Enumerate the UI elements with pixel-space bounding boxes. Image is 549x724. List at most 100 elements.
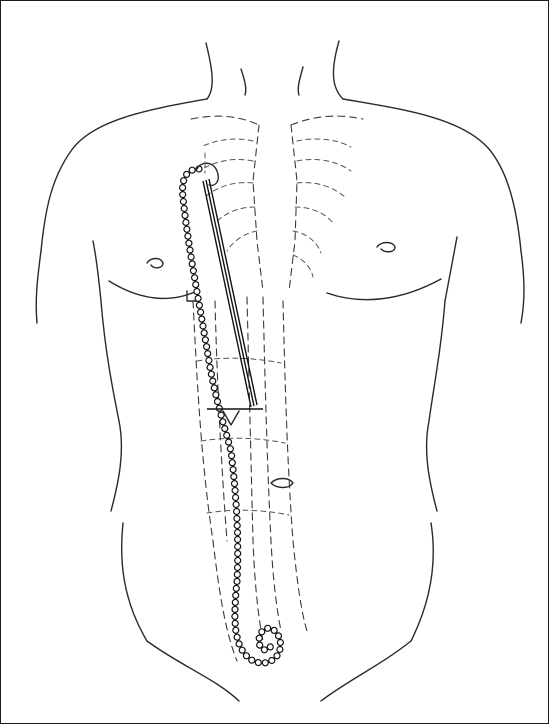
right-flank (427, 301, 445, 511)
rib-right-6 (293, 255, 313, 277)
tube-chain-links (180, 166, 284, 666)
chain-bead (189, 261, 195, 267)
rib-right-1 (297, 139, 351, 147)
tube-rod-outer (209, 179, 257, 405)
rib-right-2 (297, 159, 351, 171)
chain-bead (235, 551, 241, 557)
neck-right (333, 41, 343, 99)
chain-bead (235, 558, 241, 564)
neck-inner-right (298, 67, 303, 95)
chain-bead (213, 392, 219, 398)
chain-bead (195, 295, 201, 301)
left-hip (122, 523, 147, 641)
chain-bead (256, 635, 262, 641)
left-shoulder (41, 99, 207, 251)
chain-bead (206, 358, 212, 364)
chain-bead (262, 660, 268, 666)
rectus-right-outer (283, 301, 307, 631)
chain-bead (234, 523, 240, 529)
chain-bead (224, 432, 230, 438)
rectus-left-outer (193, 301, 237, 661)
chain-bead (194, 289, 200, 295)
chain-bead (200, 323, 206, 329)
chain-bead (183, 219, 189, 225)
chain-bead (192, 275, 198, 281)
chain-bead (185, 233, 191, 239)
chain-bead (233, 592, 239, 598)
chain-bead (218, 412, 224, 418)
rib-left-4 (215, 207, 255, 223)
chain-bead (235, 544, 241, 550)
rectus-mid-2 (247, 297, 263, 641)
chain-bead (274, 653, 280, 659)
chain-bead (204, 344, 210, 350)
rib-right-5 (293, 231, 321, 253)
chain-bead (277, 647, 283, 653)
chain-bead (259, 629, 265, 635)
right-groin (321, 641, 411, 701)
left-groin (147, 641, 239, 701)
chain-bead (249, 657, 255, 663)
chain-bead (232, 481, 238, 487)
sternum-dashed (191, 116, 363, 291)
chain-bead (188, 254, 194, 260)
chain-bead (189, 167, 195, 173)
chain-bead (180, 185, 186, 191)
neck-left (206, 43, 212, 99)
chain-bead (180, 199, 186, 205)
chain-bead (234, 516, 240, 522)
chain-bead (269, 658, 275, 664)
chain-bead (233, 495, 239, 501)
neck-inner-left (241, 69, 246, 95)
rib-left-2 (199, 159, 253, 171)
chain-bead (211, 385, 217, 391)
chain-bead (210, 378, 216, 384)
chain-bead (235, 530, 241, 536)
chain-bead (182, 212, 188, 218)
chain-bead (276, 633, 282, 639)
right-hip (411, 523, 433, 641)
chain-bead (233, 627, 239, 633)
chain-bead (257, 642, 263, 648)
chain-bead (222, 426, 228, 432)
chain-bead (227, 446, 233, 452)
torso-outline (36, 41, 524, 701)
chain-bead (215, 399, 221, 405)
chain-bead (265, 625, 271, 631)
clavicle-left (191, 116, 259, 125)
chain-bead (230, 467, 236, 473)
left-arm (36, 251, 41, 323)
rib-left-5 (227, 231, 257, 251)
chain-bead (235, 565, 241, 571)
chain-bead (220, 419, 226, 425)
chain-bead (184, 226, 190, 232)
chain-bead (229, 460, 235, 466)
sternum-right-edge (289, 125, 297, 291)
chain-bead (234, 578, 240, 584)
chain-bead (232, 488, 238, 494)
chain-bead (205, 351, 211, 357)
chain-bead (208, 371, 214, 377)
chain-bead (180, 192, 186, 198)
chain-bead (234, 509, 240, 515)
chain-bead (231, 474, 237, 480)
right-nipple (377, 243, 395, 252)
chain-bead (234, 572, 240, 578)
rectus-inscription-3 (207, 510, 289, 515)
chain-bead (181, 178, 187, 184)
chain-bead (243, 653, 249, 659)
chain-bead (187, 247, 193, 253)
chain-bead (232, 620, 238, 626)
chain-bead (193, 282, 199, 288)
chain-bead (235, 537, 241, 543)
chain-bead (181, 206, 187, 212)
chain-bead (226, 439, 232, 445)
tube-chain-path (183, 169, 281, 663)
left-axilla (93, 241, 101, 301)
clavicle-right (291, 116, 363, 125)
chain-bead (261, 647, 267, 653)
right-shoulder (343, 99, 521, 251)
rectus-mid-3 (263, 297, 281, 631)
